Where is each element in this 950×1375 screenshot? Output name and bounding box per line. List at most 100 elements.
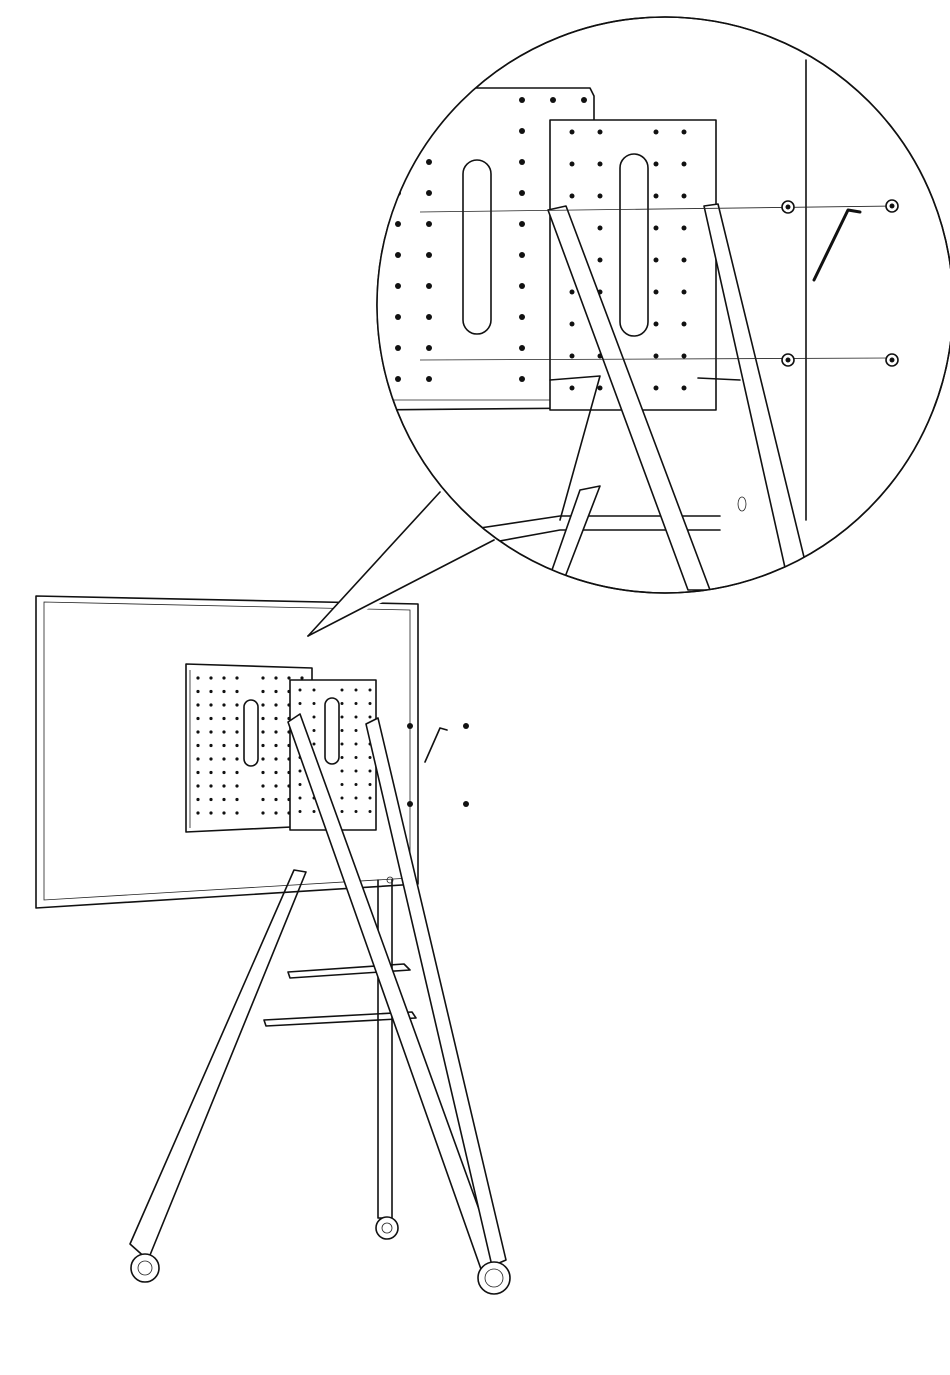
mounting-hole xyxy=(570,354,575,359)
mounting-hole xyxy=(222,703,225,706)
mounting-hole xyxy=(209,798,212,801)
mounting-hole xyxy=(209,757,212,760)
mounting-hole xyxy=(426,97,432,103)
mounting-hole xyxy=(209,703,212,706)
mounting-hole xyxy=(570,194,575,199)
mounting-hole xyxy=(287,676,290,679)
mounting-hole xyxy=(274,744,277,747)
mounting-hole xyxy=(261,771,264,774)
mounting-hole xyxy=(313,716,316,719)
mounting-hole xyxy=(209,744,212,747)
mounting-hole xyxy=(209,811,212,814)
mounting-hole xyxy=(299,770,302,773)
mounting-hole xyxy=(274,811,277,814)
mounting-hole xyxy=(355,716,358,719)
mounting-hole xyxy=(682,290,687,295)
mounting-hole xyxy=(196,757,199,760)
mounting-hole xyxy=(196,798,199,801)
mounting-hole xyxy=(426,314,432,320)
mounting-hole xyxy=(222,690,225,693)
mounting-hole xyxy=(274,730,277,733)
caster-wheels xyxy=(131,1217,510,1294)
mounting-hole xyxy=(550,97,556,103)
mounting-hole xyxy=(261,744,264,747)
mounting-hole xyxy=(598,226,603,231)
caster-wheel-icon xyxy=(376,1217,398,1239)
fasteners xyxy=(407,723,469,807)
mounting-hole xyxy=(369,716,372,719)
mounting-hole xyxy=(369,783,372,786)
mounting-hole xyxy=(654,258,659,263)
mounting-hole xyxy=(222,811,225,814)
mounting-hole xyxy=(209,784,212,787)
screw-icon xyxy=(463,801,469,807)
screw-icon xyxy=(782,354,794,366)
mounting-hole xyxy=(395,252,401,258)
mounting-hole xyxy=(274,717,277,720)
mounting-hole xyxy=(395,345,401,351)
mounting-hole xyxy=(261,717,264,720)
mounting-hole xyxy=(235,757,238,760)
mounting-hole xyxy=(235,703,238,706)
mounting-hole xyxy=(274,703,277,706)
mounting-hole xyxy=(235,798,238,801)
mounting-hole xyxy=(654,194,659,199)
mounting-hole xyxy=(341,756,344,759)
mounting-hole xyxy=(682,322,687,327)
mounting-hole xyxy=(196,717,199,720)
mounting-hole xyxy=(519,283,525,289)
mounting-hole xyxy=(341,810,344,813)
mounting-hole xyxy=(299,810,302,813)
mounting-hole xyxy=(261,784,264,787)
mounting-hole xyxy=(222,730,225,733)
mounting-hole xyxy=(570,162,575,167)
mounting-hole xyxy=(519,128,525,134)
screw-icon xyxy=(407,801,413,807)
hex-key-icon xyxy=(425,728,447,762)
screw-icon xyxy=(782,201,794,213)
mounting-hole xyxy=(355,783,358,786)
mounting-hole xyxy=(682,226,687,231)
mounting-hole xyxy=(196,676,199,679)
screw-icon xyxy=(463,723,469,729)
screw-icon xyxy=(886,200,898,212)
mounting-hole xyxy=(369,770,372,773)
mounting-hole xyxy=(598,194,603,199)
mounting-hole xyxy=(313,743,316,746)
mounting-hole xyxy=(341,689,344,692)
mounting-hole xyxy=(235,676,238,679)
mounting-hole xyxy=(222,798,225,801)
mounting-hole xyxy=(261,703,264,706)
mounting-hole xyxy=(196,811,199,814)
mounting-hole xyxy=(654,354,659,359)
mounting-hole xyxy=(395,97,401,103)
mounting-hole xyxy=(570,290,575,295)
mounting-hole xyxy=(426,376,432,382)
mounting-hole xyxy=(682,354,687,359)
mounting-hole xyxy=(654,386,659,391)
mounting-hole xyxy=(222,757,225,760)
mounting-hole xyxy=(196,703,199,706)
mounting-hole xyxy=(222,717,225,720)
mounting-hole xyxy=(341,770,344,773)
mounting-hole xyxy=(369,689,372,692)
mounting-hole xyxy=(222,744,225,747)
rear-legs xyxy=(130,870,392,1260)
mounting-hole xyxy=(395,283,401,289)
mounting-hole xyxy=(300,676,303,679)
mounting-hole xyxy=(209,730,212,733)
mounting-hole xyxy=(299,702,302,705)
mounting-hole xyxy=(196,730,199,733)
mounting-hole xyxy=(274,771,277,774)
mounting-hole xyxy=(426,283,432,289)
mounting-hole xyxy=(395,221,401,227)
mounting-hole xyxy=(222,771,225,774)
mounting-hole xyxy=(369,797,372,800)
mounting-hole xyxy=(313,702,316,705)
mounting-hole xyxy=(209,676,212,679)
mounting-hole xyxy=(355,810,358,813)
screw-icon xyxy=(886,354,898,366)
main-assembly xyxy=(36,596,510,1294)
mounting-hole xyxy=(235,811,238,814)
mounting-hole xyxy=(196,771,199,774)
